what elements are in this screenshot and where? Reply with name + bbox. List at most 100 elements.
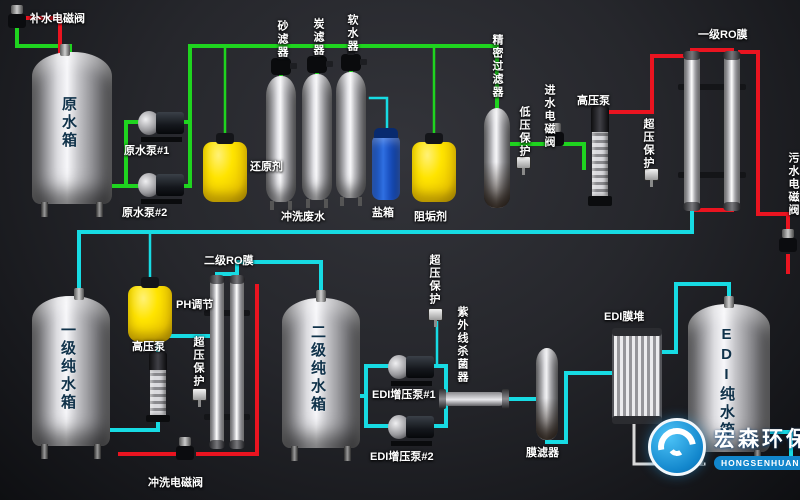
company-logo: 宏森环保 HONGSENHUANBAO	[648, 418, 800, 476]
label-overpressure-1: 超压保护	[642, 118, 654, 170]
pump-body	[592, 132, 608, 196]
vessel-leg	[306, 199, 310, 208]
tank-shell	[32, 296, 110, 446]
multiport-valve-icon	[271, 58, 297, 75]
pipe-red-4	[738, 50, 790, 240]
label-edi-tank: EDI纯水箱	[718, 326, 735, 440]
softener-vessel	[336, 72, 366, 206]
pipe-cyan-1	[77, 210, 694, 302]
ro1-membrane-b	[723, 51, 741, 211]
tank-top-port	[74, 288, 84, 300]
vessel-leg	[288, 201, 292, 210]
pipe-green-4	[180, 44, 356, 124]
pipe-green-10	[506, 142, 586, 170]
dosing-pump-cap	[216, 133, 234, 144]
label-low-pressure: 低压保护	[518, 106, 530, 158]
vessel-leg	[270, 201, 274, 210]
tank-top-port	[60, 44, 70, 56]
pump-motor	[156, 112, 184, 134]
ph-dosing-tank	[128, 277, 172, 342]
tank-leg	[344, 446, 351, 461]
vessel-leg	[358, 197, 362, 206]
logo-water-icon	[648, 418, 706, 476]
label-flush-valve: 冲洗电磁阀	[148, 477, 203, 489]
pipe-green-5	[180, 122, 192, 188]
label-overpressure-3: 超压保护	[428, 254, 440, 306]
carbon-filter-vessel	[302, 74, 332, 208]
pipe-cyan-15	[545, 371, 614, 444]
makeup-solenoid-valve	[8, 5, 26, 28]
label-salt-tank: 盐箱	[372, 207, 394, 219]
ro1-membrane-a	[683, 51, 701, 211]
vessel-leg	[324, 199, 328, 208]
pipe-red-2	[602, 54, 686, 114]
dosing-pump-cap	[141, 277, 159, 288]
vessel-leg	[340, 197, 344, 206]
label-ph-adjust: PH调节	[176, 299, 214, 311]
ro2-membrane-a	[209, 275, 225, 449]
membrane-frame	[204, 414, 250, 420]
pump-base	[588, 196, 612, 206]
tank-shell	[282, 298, 360, 448]
pipe-red-1	[24, 16, 62, 56]
pipe-red-8	[196, 284, 259, 456]
membrane-frame	[204, 310, 250, 316]
pump-base	[391, 441, 432, 446]
pipe-green-9	[349, 44, 499, 112]
tank-leg	[41, 444, 48, 459]
label-edi-pump-2: EDI增压泵#2	[370, 451, 434, 463]
raw-pump-1	[138, 108, 184, 142]
pipe-green-3	[124, 120, 144, 188]
label-precision-filter: 精密过滤器	[491, 34, 503, 99]
precision-filter-vessel	[484, 108, 510, 208]
pure-water-tank-1	[32, 288, 110, 459]
pipe-cyan-16	[656, 282, 731, 354]
tank-shell	[32, 52, 112, 204]
pump-body	[150, 370, 166, 415]
label-inlet-valve: 进水电磁阀	[543, 84, 555, 149]
ro2-membrane-b	[229, 275, 245, 449]
multiport-valve-icon	[307, 56, 333, 73]
pump-head	[138, 111, 160, 135]
label-edi-pump-1: EDI增压泵#1	[372, 389, 436, 401]
pipe-cyan-11	[428, 364, 448, 400]
overpressure-switch-3	[428, 308, 443, 327]
multiport-valve-icon	[341, 54, 367, 71]
overpressure-switch-1	[644, 168, 659, 187]
logo-name-en: HONGSENHUANBAO	[714, 456, 800, 470]
uv-sterilizer	[439, 389, 509, 409]
tank-leg	[96, 202, 103, 217]
label-overpressure-2: 超压保护	[192, 336, 204, 388]
pipe-cyan-3	[98, 422, 160, 432]
inlet-solenoid-valve	[546, 123, 564, 146]
edi-booster-pump-1	[388, 352, 434, 386]
label-hp-pump-2: 高压泵	[132, 341, 165, 353]
pump-motor	[406, 416, 434, 438]
tank-top-port	[316, 290, 326, 302]
label-raw-pump-2: 原水泵#2	[122, 207, 168, 219]
raw-water-tank	[32, 44, 112, 217]
label-pure-tank-2: 二级纯水箱	[309, 324, 326, 414]
label-ro2: 二级RO膜	[204, 255, 254, 267]
label-carbon-filter: 炭滤器	[312, 18, 324, 57]
tank-top-port	[724, 296, 734, 308]
pump-base	[141, 199, 182, 204]
label-flush-waste: 冲洗废水	[281, 211, 325, 223]
edi-pure-water-tank	[688, 296, 770, 465]
edi-stack	[612, 328, 662, 424]
sand-filter-vessel	[266, 76, 296, 210]
pump-base	[141, 137, 182, 142]
pump-base	[146, 415, 170, 422]
pump-head	[138, 173, 160, 197]
reducer-dosing-tank	[203, 133, 247, 202]
raw-pump-2	[138, 170, 184, 204]
label-raw-tank: 原水箱	[60, 96, 77, 150]
label-drain-valve: 污水电磁阀	[787, 152, 799, 217]
pure-water-tank-2	[282, 290, 360, 461]
pump-motor	[406, 356, 434, 378]
pump-head	[388, 415, 410, 439]
dosing-pump-cap	[425, 133, 443, 144]
logo-name-cn: 宏森环保	[714, 428, 800, 451]
flush-solenoid-valve	[176, 437, 194, 460]
